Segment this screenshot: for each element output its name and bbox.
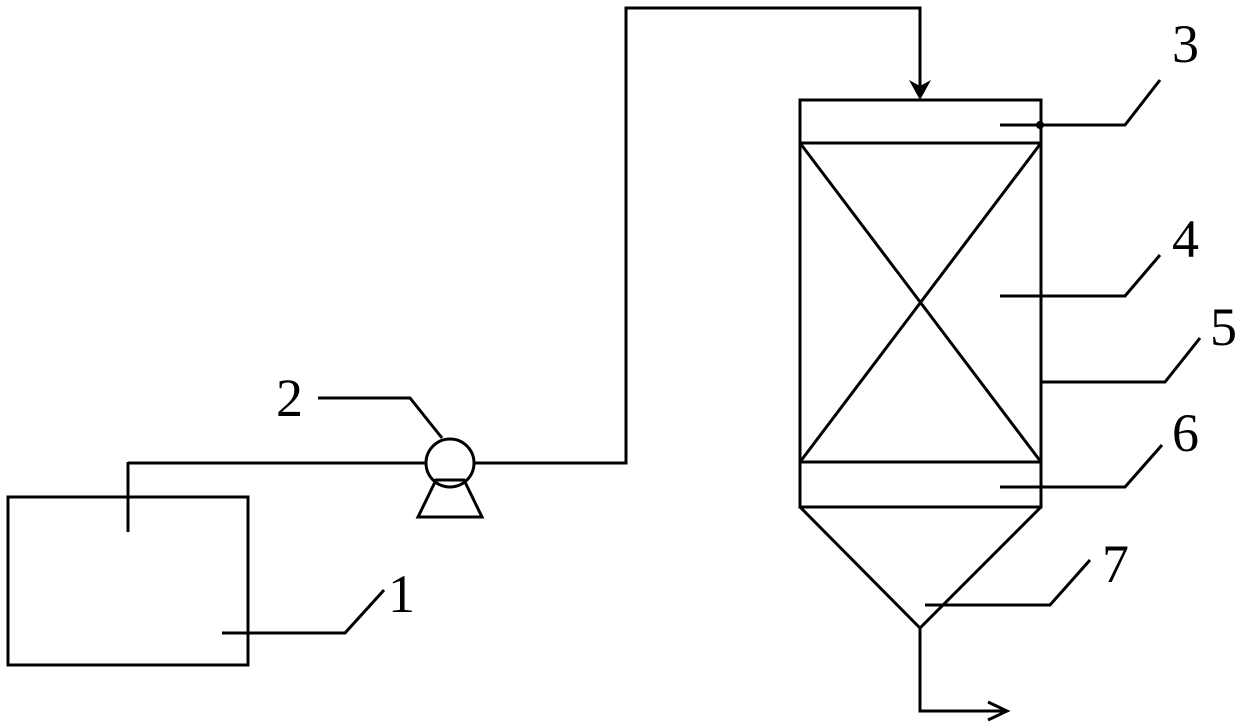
leader-4 [1000,254,1162,298]
label-packing: 4 [1172,209,1199,269]
label-tank: 1 [388,564,415,624]
flow-arrow-down-icon [909,80,931,100]
column-cone [798,505,1043,631]
label-top-zone: 3 [1172,14,1199,74]
outlet-pipe [918,628,1005,713]
leader-lines [222,79,1202,635]
column [798,98,1043,631]
label-cone: 7 [1102,534,1129,594]
leader-3-dot [1036,121,1044,129]
leader-3 [1000,79,1162,127]
label-bottom-zone: 6 [1172,403,1199,463]
pump-icon [415,437,485,519]
leader-7 [925,559,1092,607]
column-wall [798,98,1043,509]
leader-6 [1000,444,1164,489]
discharge-pipe [474,6,922,465]
leader-2 [318,396,444,439]
packing-diagonal-b [798,142,1043,463]
outlet-arrow-icon [987,700,1011,722]
label-column-wall: 5 [1210,297,1237,357]
label-pump: 2 [276,368,303,428]
leader-5 [1041,337,1202,384]
leader-1 [222,588,386,635]
